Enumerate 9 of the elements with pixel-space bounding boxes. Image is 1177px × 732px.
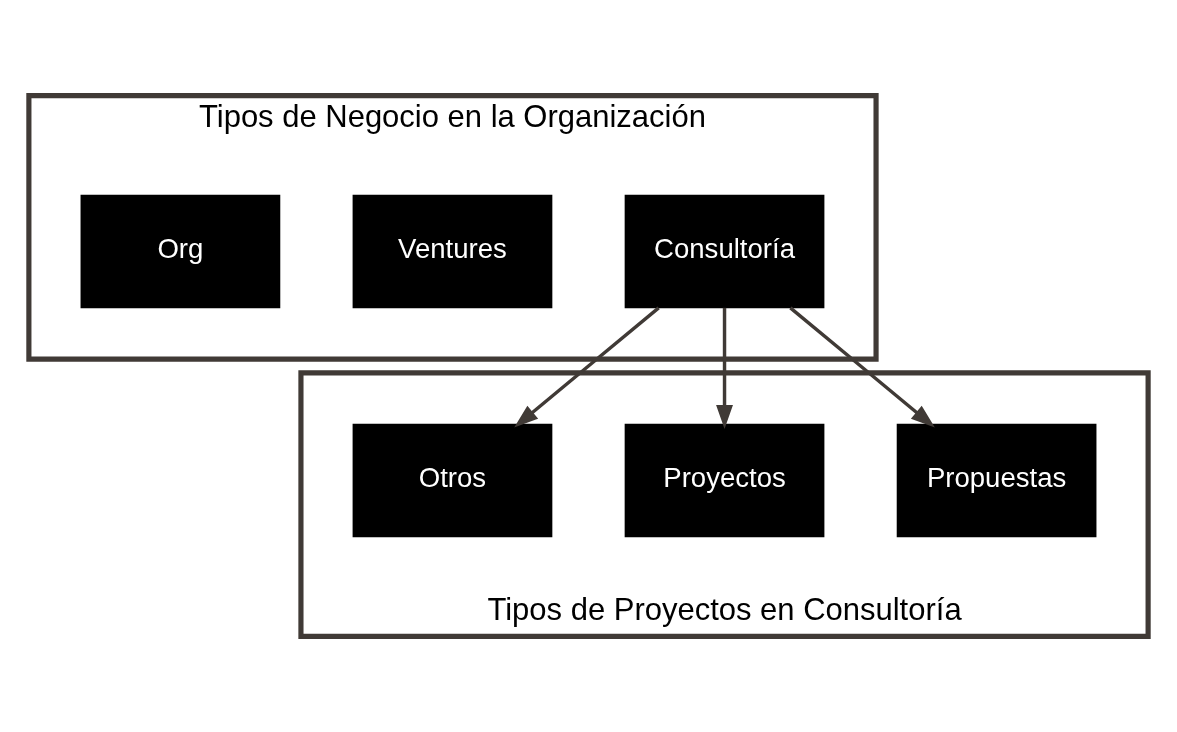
node-box: Otros bbox=[352, 423, 553, 538]
arrow bbox=[716, 307, 733, 430]
node-box: Org bbox=[80, 194, 281, 309]
node-box: Proyectos bbox=[624, 423, 825, 538]
arrow bbox=[789, 306, 935, 428]
node-box: Ventures bbox=[352, 194, 553, 309]
node-box: Consultoría bbox=[624, 194, 825, 309]
arrow bbox=[514, 306, 660, 428]
node-box: Propuestas bbox=[896, 423, 1097, 538]
